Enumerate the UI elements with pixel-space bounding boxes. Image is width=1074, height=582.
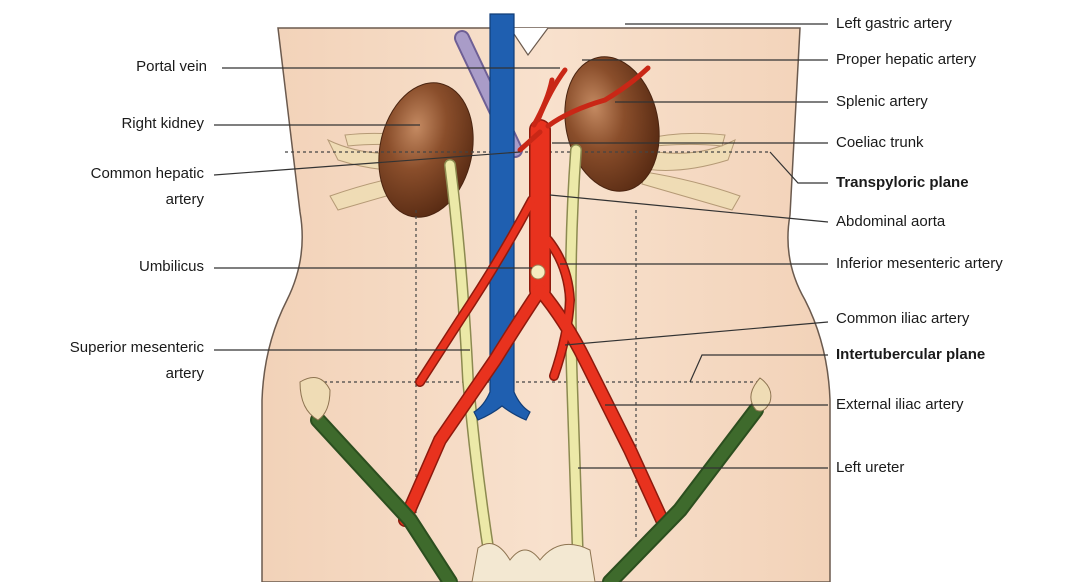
label-transpyloric-plane: Transpyloric plane: [836, 174, 969, 192]
label-intertubercular-plane: Intertubercular plane: [836, 346, 985, 364]
label-left-gastric-artery: Left gastric artery: [836, 15, 952, 33]
label-abdominal-aorta: Abdominal aorta: [836, 213, 945, 231]
label-umbilicus: Umbilicus: [30, 258, 204, 276]
label-superior-mesenteric-artery-line1: Superior mesenteric: [6, 339, 204, 357]
label-portal-vein: Portal vein: [30, 58, 207, 76]
label-coeliac-trunk: Coeliac trunk: [836, 134, 924, 152]
label-external-iliac-artery: External iliac artery: [836, 396, 964, 414]
label-common-hepatic-artery-line1: Common hepatic: [30, 165, 204, 183]
label-splenic-artery: Splenic artery: [836, 93, 928, 111]
label-common-hepatic-artery-line2: artery: [30, 191, 204, 209]
label-inferior-mesenteric-artery: Inferior mesenteric artery: [836, 255, 1003, 273]
label-right-kidney: Right kidney: [30, 115, 204, 133]
label-proper-hepatic-artery: Proper hepatic artery: [836, 51, 976, 69]
label-superior-mesenteric-artery-line2: artery: [6, 365, 204, 383]
label-common-iliac-artery: Common iliac artery: [836, 310, 969, 328]
umbilicus-marker: [531, 265, 545, 279]
label-left-ureter: Left ureter: [836, 459, 904, 477]
